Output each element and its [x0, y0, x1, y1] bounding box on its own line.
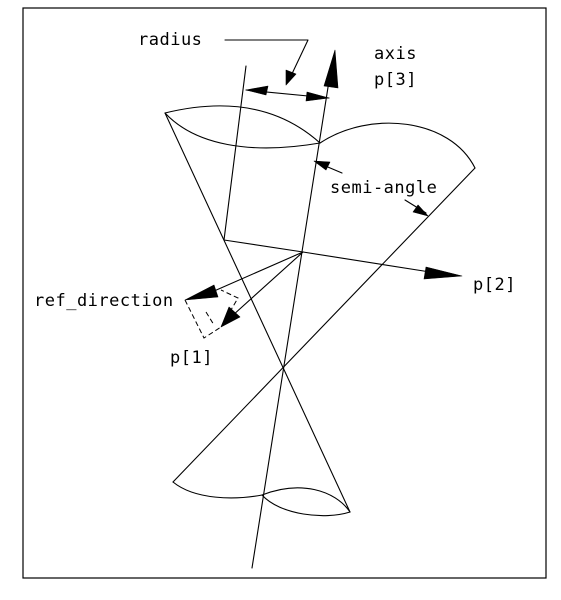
- diagram-frame: [22, 7, 547, 579]
- projection-box: [184, 289, 239, 339]
- radius-leader: [224, 39, 309, 79]
- radius-arrowhead-left: [245, 85, 269, 96]
- upper-cone: [164, 105, 476, 513]
- p1-line: [231, 251, 304, 317]
- axis-p3: [251, 49, 339, 569]
- projection-mark: [205, 311, 215, 326]
- p3-label: p[3]: [374, 70, 417, 90]
- lower-ellipse-front: [261, 494, 351, 517]
- lower-ellipse-left: [172, 481, 263, 499]
- semi-angle-markers: [313, 160, 429, 217]
- radius-extension-line: [223, 65, 247, 241]
- radius-base-line: [223, 239, 304, 253]
- radius-arrowhead-right: [305, 91, 330, 102]
- axis-line: [251, 61, 333, 569]
- upper-ellipse-back: [164, 112, 321, 149]
- lower-ellipse-right: [261, 487, 351, 513]
- ref-direction: [184, 251, 304, 339]
- p1-label: p[1]: [170, 348, 213, 368]
- axis-arrowhead: [323, 49, 339, 89]
- cone-generator-right: [172, 167, 476, 483]
- ref-direction-label: ref_direction: [34, 291, 174, 311]
- radius-label: radius: [138, 30, 202, 50]
- lower-cone: [172, 481, 351, 517]
- ref-direction-arrowhead: [184, 284, 219, 301]
- radius-construction: [223, 39, 330, 253]
- p2-label: p[2]: [473, 275, 516, 295]
- upper-ellipse-front: [164, 105, 321, 144]
- semi-angle-arrowhead-generator: [412, 204, 429, 217]
- semi-angle-label: semi-angle: [330, 178, 437, 198]
- radius-leader-arrowhead: [285, 69, 297, 86]
- axis-label: axis: [374, 44, 417, 64]
- p2-arrowhead: [423, 266, 463, 280]
- p2-direction: [302, 251, 463, 280]
- upper-ellipse-far: [319, 122, 476, 169]
- semi-angle-arrowhead-axis: [313, 160, 331, 171]
- p2-line: [302, 251, 431, 273]
- cone-generator-left: [164, 112, 351, 513]
- ref-direction-line: [204, 251, 304, 296]
- p1-arrowhead: [220, 306, 241, 328]
